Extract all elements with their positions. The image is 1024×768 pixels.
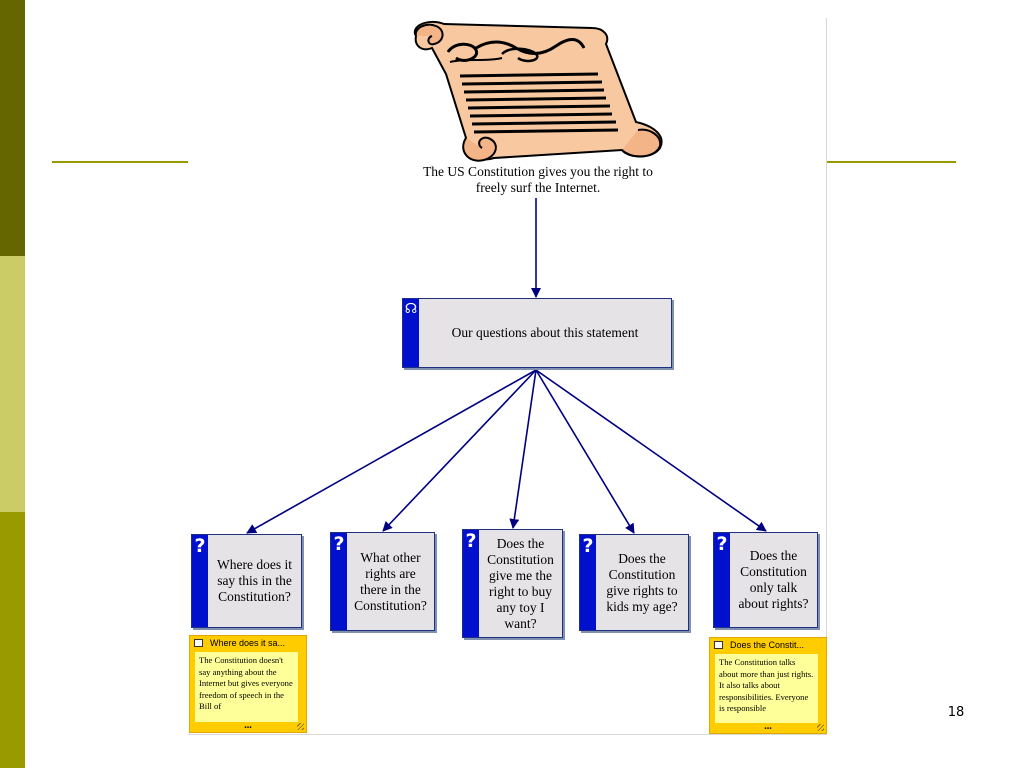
we-the-people-lettering — [446, 38, 586, 63]
note-does-the-constitution[interactable]: Does the Constit... The Constitution tal… — [709, 637, 827, 734]
question-node-4[interactable]: ? Does the Constitution give rights to k… — [579, 534, 689, 631]
page-number: 18 — [947, 705, 965, 720]
note-icon — [194, 639, 203, 647]
node-tab: ☊ — [403, 299, 419, 367]
node-tab: ? — [331, 533, 347, 630]
note-header[interactable]: Does the Constit... — [710, 638, 826, 652]
node-tab: ? — [580, 535, 596, 630]
note-where-does-it-say[interactable]: Where does it sa... The Constitution doe… — [189, 635, 307, 733]
question-node-5[interactable]: ? Does the Constitution only talk about … — [713, 532, 818, 628]
parchment-scroll-icon — [413, 20, 663, 162]
question-text: Does the Constitution only talk about ri… — [738, 548, 809, 611]
note-more-indicator[interactable]: ... — [764, 721, 772, 732]
question-text: Where does it say this in the Constituti… — [217, 557, 292, 604]
question-mark-icon: ? — [716, 533, 728, 555]
connector-to-question-3 — [509, 369, 537, 529]
accent-bar-middle — [0, 256, 25, 512]
document-text-lines — [459, 72, 619, 134]
question-mark-icon: ? — [333, 533, 345, 555]
title-rule-left — [52, 161, 188, 163]
question-text: Does the Constitution give rights to kid… — [606, 550, 678, 614]
resize-grip-icon[interactable] — [817, 724, 824, 731]
note-body[interactable]: The Constitution doesn't say anything ab… — [195, 652, 298, 722]
connector-to-question-2 — [382, 369, 537, 532]
node-tab: ? — [714, 533, 730, 627]
resize-grip-icon[interactable] — [297, 723, 304, 730]
title-rule-right — [826, 161, 956, 163]
question-mark-icon: ? — [194, 535, 206, 557]
node-tab: ? — [463, 530, 479, 637]
central-node-text: Our questions about this statement — [451, 325, 639, 340]
central-question-node[interactable]: ☊ Our questions about this statement — [402, 298, 672, 368]
note-more-indicator[interactable]: ... — [244, 720, 252, 731]
question-mark-icon: ? — [465, 530, 477, 552]
note-title: Where does it sa... — [210, 638, 286, 648]
question-mark-icon: ? — [582, 535, 594, 557]
note-title: Does the Constit... — [730, 640, 805, 650]
note-header[interactable]: Where does it sa... — [190, 636, 306, 650]
constitution-statement[interactable]: The US Constitution gives you the right … — [423, 164, 653, 195]
accent-bar-top — [0, 0, 25, 256]
node-tab: ? — [192, 535, 208, 627]
question-node-3[interactable]: ? Does the Constitution give me the righ… — [462, 529, 563, 638]
note-body[interactable]: The Constitution talks about more than j… — [715, 654, 818, 723]
connector-to-question-4 — [535, 369, 635, 534]
question-text: Does the Constitution give me the right … — [487, 535, 554, 631]
question-node-2[interactable]: ? What other rights are there in the Con… — [330, 532, 435, 631]
accent-bar-bottom — [0, 512, 25, 768]
note-icon — [714, 641, 723, 649]
question-node-1[interactable]: ? Where does it say this in the Constitu… — [191, 534, 302, 628]
question-text: What other rights are there in the Const… — [354, 549, 427, 613]
connector-to-question-1 — [246, 369, 537, 534]
lightbulb-icon: ☊ — [404, 301, 418, 317]
connector-to-question-5 — [535, 369, 767, 532]
